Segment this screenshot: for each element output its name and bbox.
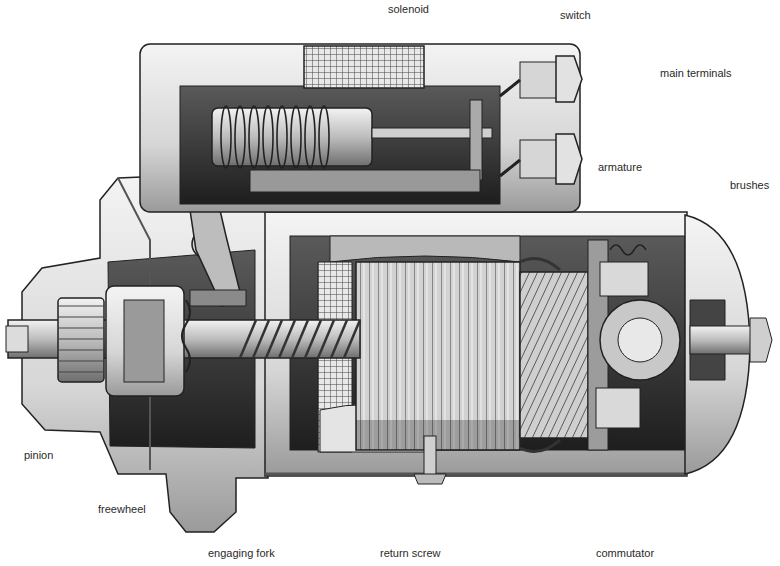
return-spring bbox=[221, 106, 329, 168]
part-label: armature bbox=[596, 161, 644, 174]
armature-shade bbox=[356, 420, 520, 450]
terminal-stud-top bbox=[520, 62, 558, 98]
armature-winding-lead bbox=[250, 170, 480, 192]
spline-line bbox=[240, 320, 256, 358]
shaft-nose bbox=[6, 326, 28, 352]
tooth-line bbox=[58, 360, 104, 361]
terminal-nut-top bbox=[556, 56, 582, 102]
spline-line bbox=[266, 320, 282, 358]
tooth-line bbox=[58, 338, 104, 339]
return-screw-head bbox=[414, 474, 446, 484]
yoke-edge bbox=[265, 473, 687, 476]
contact-disc bbox=[470, 100, 482, 180]
return-screw bbox=[424, 436, 436, 476]
spring-coil bbox=[263, 106, 273, 168]
spline-line bbox=[331, 320, 347, 358]
brush-spring bbox=[610, 245, 646, 255]
part-label: engaging fork bbox=[206, 547, 277, 560]
part-label: pinion bbox=[22, 449, 55, 462]
tooth-line bbox=[58, 316, 104, 317]
helical-splines bbox=[240, 320, 360, 358]
solenoid-coil bbox=[304, 46, 424, 88]
spline-line bbox=[305, 320, 321, 358]
spline-line bbox=[292, 320, 308, 358]
spring-coil bbox=[249, 106, 259, 168]
spline-line bbox=[344, 320, 360, 358]
commutator-drum bbox=[520, 272, 588, 438]
spline-line bbox=[279, 320, 295, 358]
spline-line bbox=[253, 320, 269, 358]
spring-coil bbox=[305, 106, 315, 168]
freewheel-rollers bbox=[124, 300, 164, 382]
spring-coil bbox=[319, 106, 329, 168]
pole-shoe bbox=[330, 236, 520, 262]
tooth-line bbox=[58, 327, 104, 328]
spring-coil bbox=[277, 106, 287, 168]
terminal-stud-bottom bbox=[520, 140, 558, 178]
fork-jaw bbox=[190, 290, 246, 306]
pinion-gear bbox=[58, 298, 104, 382]
pinion-teeth bbox=[58, 306, 104, 372]
part-label: return screw bbox=[378, 547, 443, 560]
brush-bearing-inner bbox=[618, 318, 662, 362]
spring-coil bbox=[291, 106, 301, 168]
tooth-line bbox=[58, 349, 104, 350]
switch-contacts bbox=[500, 80, 520, 176]
freewheel-clutch bbox=[106, 286, 184, 396]
armature-stack bbox=[356, 262, 520, 450]
part-label: brushes bbox=[728, 179, 771, 192]
part-label: commutator bbox=[594, 547, 656, 560]
rear-nut bbox=[750, 318, 772, 362]
tooth-line bbox=[58, 305, 104, 306]
spring-coil bbox=[235, 106, 245, 168]
spline-line bbox=[318, 320, 334, 358]
solenoid-cut bbox=[180, 86, 500, 204]
spring-coil bbox=[221, 106, 231, 168]
brush-bearing bbox=[600, 300, 680, 380]
part-label: solenoid bbox=[386, 3, 431, 16]
rear-shaft bbox=[690, 326, 752, 354]
tooth-line bbox=[58, 371, 104, 372]
part-label: main terminals bbox=[658, 67, 734, 80]
winding-ends bbox=[520, 258, 560, 451]
solenoid-body bbox=[140, 44, 580, 212]
freewheel-spring bbox=[182, 300, 190, 372]
part-label: switch bbox=[558, 9, 593, 22]
terminal-nut-bottom bbox=[556, 134, 582, 184]
brush-holder-top bbox=[600, 262, 648, 296]
brush-holder-bottom bbox=[596, 388, 640, 428]
part-label: freewheel bbox=[96, 503, 148, 516]
